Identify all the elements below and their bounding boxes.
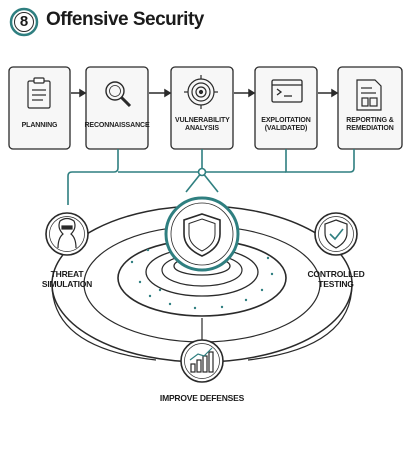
center-shield-node (164, 196, 240, 272)
improve-label: IMPROVE DEFENSES (159, 393, 245, 403)
terminal-icon (271, 79, 303, 103)
header-badge-number: 8 (19, 13, 29, 30)
report-icon (356, 79, 382, 111)
shield-check-icon (324, 219, 348, 249)
step-label-reporting: REPORTING & REMEDIATION (346, 117, 394, 132)
target-icon (184, 75, 218, 109)
flow-arrows (71, 88, 339, 98)
step-label-planning: PLANNING (21, 122, 58, 129)
step-box-reconnaissance (85, 66, 149, 150)
step-label-exploitation: EXPLOITATION (VALIDATED) (261, 117, 311, 132)
magnifier-icon (105, 81, 132, 108)
step-box-exploitation (254, 66, 318, 150)
hooded-figure-icon (57, 217, 77, 249)
controlled-node (314, 212, 358, 256)
connector-lines (67, 149, 355, 205)
controlled-label: CONTROLLED TESTING (307, 269, 365, 289)
step-box-reporting (337, 66, 403, 150)
shield-icon (183, 213, 221, 257)
threat-label: THREAT SIMULATION (41, 269, 93, 289)
improve-node (180, 339, 224, 383)
orbit-dots (130, 248, 274, 310)
header-badge (9, 7, 39, 37)
step-label-reconnaissance: RECONNAISSANCE (84, 122, 150, 129)
bar-chart-icon (189, 347, 214, 373)
clipboard-icon (27, 77, 51, 109)
step-label-vulnerability: VULNERABILITY ANALYSIS (175, 117, 230, 132)
threat-node (45, 212, 89, 256)
junction-dot (197, 167, 207, 177)
page-title: Offensive Security (46, 9, 204, 30)
